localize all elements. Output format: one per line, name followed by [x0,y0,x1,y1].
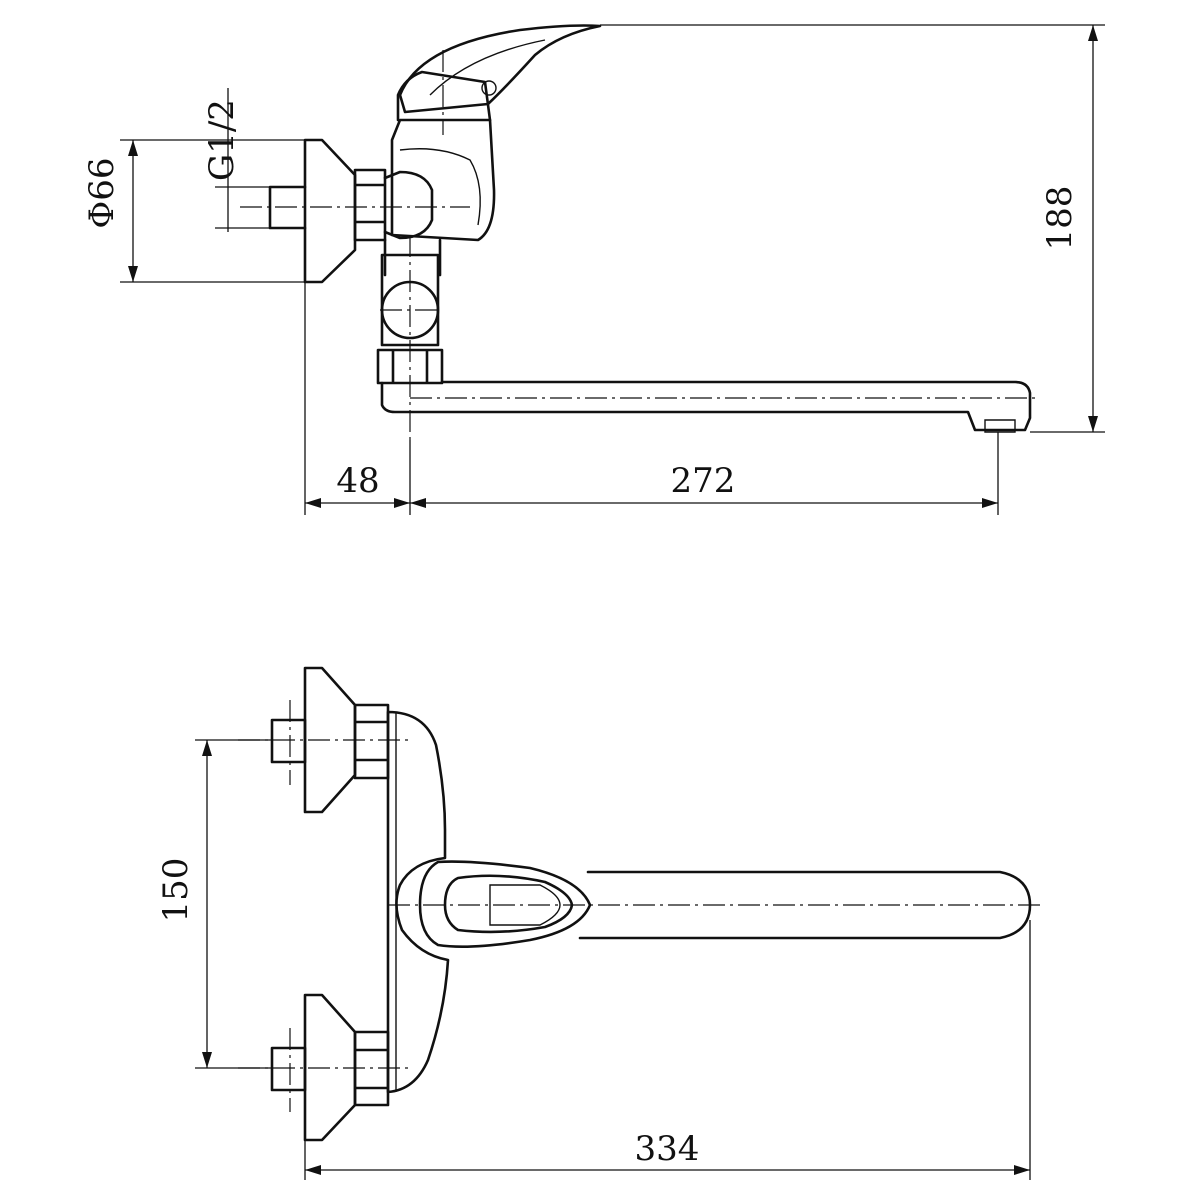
side-aerator [984,419,1016,433]
side-lever-handle [398,24,602,114]
dim-flange-diameter-label: Φ66 [82,157,122,228]
side-cartridge-neck [396,70,492,122]
top-lever-slot [489,884,561,926]
side-body-detail [399,148,481,226]
dim-horizontal-top: 48 272 [304,282,999,515]
side-spout [380,380,1032,432]
dim-center-distance: 150 [156,739,272,1069]
dim-thread: G1/2 [202,88,272,232]
top-lever-outline [418,860,592,948]
side-mixer-body [390,118,496,242]
top-view [238,666,1040,1142]
side-view [240,24,1035,440]
dim-spout-reach-label: 272 [671,461,736,501]
dim-height: 188 [600,24,1105,433]
side-lever-detail [429,39,546,96]
top-lower-inlet-pipe [270,1046,307,1092]
dim-overall-length-label: 334 [635,1129,700,1169]
top-upper-inlet-pipe [270,718,307,764]
side-ball-housing [380,253,440,347]
dim-overall-length: 334 [304,920,1031,1180]
side-hex-nut [353,168,387,242]
top-lever-inner [443,874,574,934]
dim-wall-offset-label: 48 [336,461,379,501]
dim-flange-diameter: Φ66 [82,139,305,283]
top-lower-hex-nut [353,1030,390,1107]
top-mixer-body [386,710,450,1094]
top-upper-hex-nut [353,703,390,780]
dim-height-label: 188 [1040,186,1080,251]
dim-center-distance-label: 150 [156,858,196,923]
side-lever-screw [481,80,497,96]
side-wall-flange [303,138,357,284]
side-lower-connector [383,238,442,277]
